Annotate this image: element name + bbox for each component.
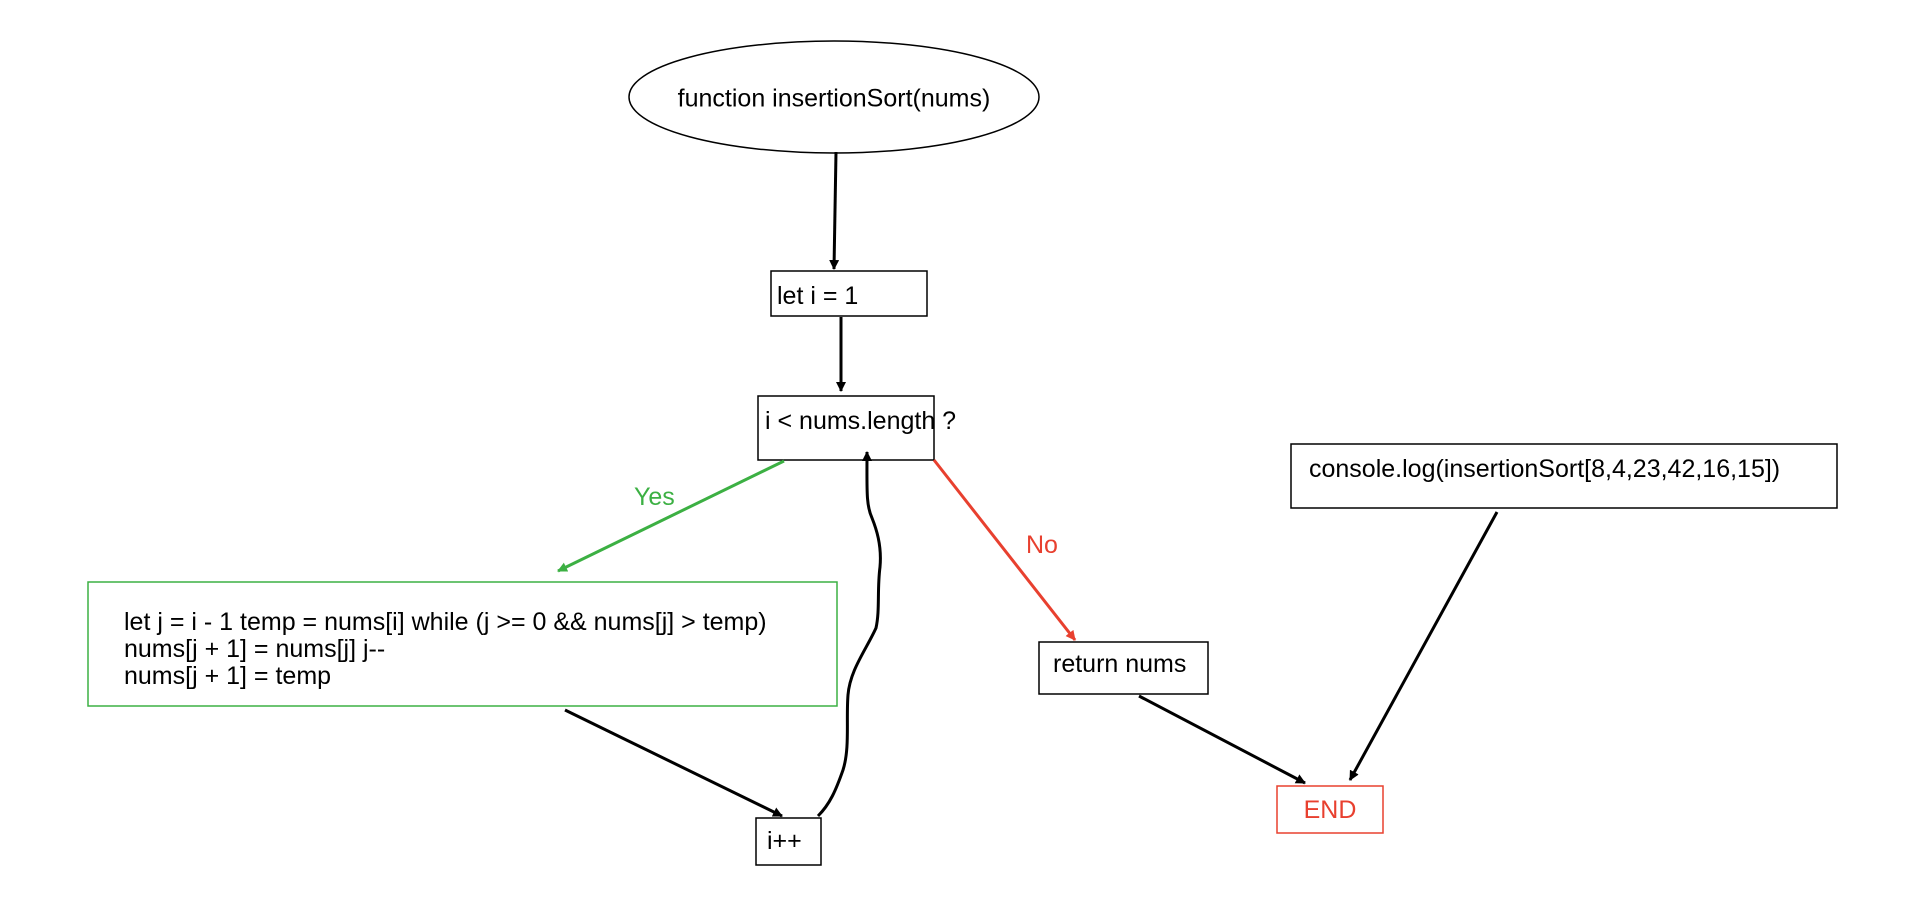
start-node-label: function insertionSort(nums) [678, 85, 991, 113]
condition-node-label: i < nums.length ? [765, 407, 956, 435]
edge-console-to-end [1348, 511, 1499, 781]
edge-return-to-end [1138, 694, 1306, 785]
body-line-2: nums[j + 1] = nums[j] j-- [124, 635, 385, 663]
increment-node-label: i++ [767, 827, 802, 855]
edge-body-to-increment [564, 708, 783, 818]
body-line-1: let j = i - 1 temp = nums[i] while (j >=… [124, 608, 767, 636]
edge-label-no: No [1026, 531, 1058, 559]
body-line-3: nums[j + 1] = temp [124, 662, 331, 690]
edge-condition-yes-to-body [557, 459, 785, 573]
start-node: function insertionSort(nums) [628, 40, 1040, 154]
end-node-label: END [1304, 796, 1357, 824]
init-node: let i = 1 [770, 270, 928, 317]
console-node-label: console.log(insertionSort[8,4,23,42,16,1… [1309, 455, 1780, 483]
edge-start-to-init [829, 151, 840, 270]
condition-node: i < nums.length ? [757, 395, 956, 461]
end-node: END [1276, 785, 1384, 834]
return-node: return nums [1038, 641, 1209, 695]
console-node: console.log(insertionSort[8,4,23,42,16,1… [1290, 443, 1838, 509]
increment-node: i++ [755, 817, 822, 866]
edge-label-yes: Yes [634, 483, 675, 511]
init-node-label: let i = 1 [777, 282, 858, 310]
body-node: let j = i - 1 temp = nums[i] while (j >=… [87, 581, 838, 707]
return-node-label: return nums [1053, 650, 1186, 678]
edge-increment-to-condition [816, 451, 882, 818]
edge-condition-no-to-return [932, 459, 1077, 641]
